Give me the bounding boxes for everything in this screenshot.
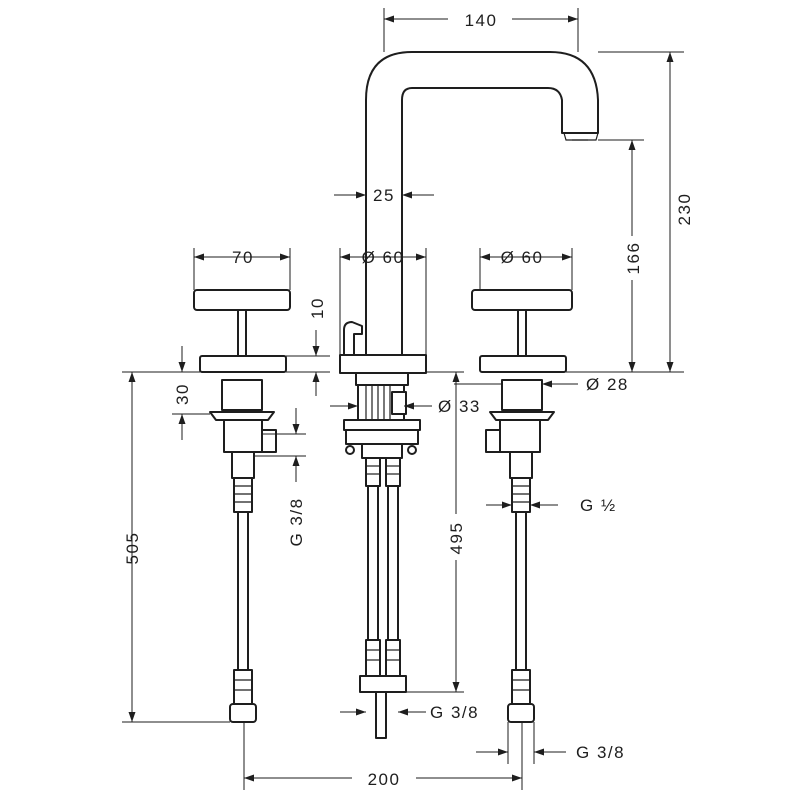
dim-handle-width: 70	[232, 248, 254, 267]
left-handle-valve	[193, 289, 291, 723]
dim-outlet-height-label: 166	[624, 242, 643, 275]
dim-spout-width: 25	[373, 186, 395, 205]
dim-rosette-height: 10	[308, 297, 327, 319]
dim-center-distance: 200	[368, 770, 401, 789]
spout	[365, 51, 599, 373]
extension-lines	[122, 8, 684, 790]
dim-connection-right: G ½	[580, 496, 617, 515]
dim-hose-length-side: 505	[123, 532, 142, 565]
dim-connection-right-bottom: G 3/8	[576, 743, 625, 762]
center-valve-body	[339, 321, 427, 739]
dim-handle-body-height: 30	[173, 383, 192, 405]
dim-spout-height: 230	[675, 193, 694, 226]
dim-hose-length-center: 495	[447, 522, 466, 555]
dim-connection-left: G 3/8	[287, 497, 306, 546]
dimension-labels: 140 230 166 25 70 Ø 60 Ø 60 10 30 Ø 28 Ø…	[123, 8, 694, 789]
dim-base-diameter-right: Ø 60	[501, 248, 544, 267]
dim-center-shank-diameter: Ø 33	[438, 397, 481, 416]
dim-shank-diameter: Ø 28	[586, 375, 629, 394]
dim-base-diameter-center: Ø 60	[362, 248, 405, 267]
dim-connection-center-bottom: G 3/8	[430, 703, 479, 722]
dim-spout-reach: 140	[465, 11, 498, 30]
right-handle-valve	[471, 289, 573, 723]
